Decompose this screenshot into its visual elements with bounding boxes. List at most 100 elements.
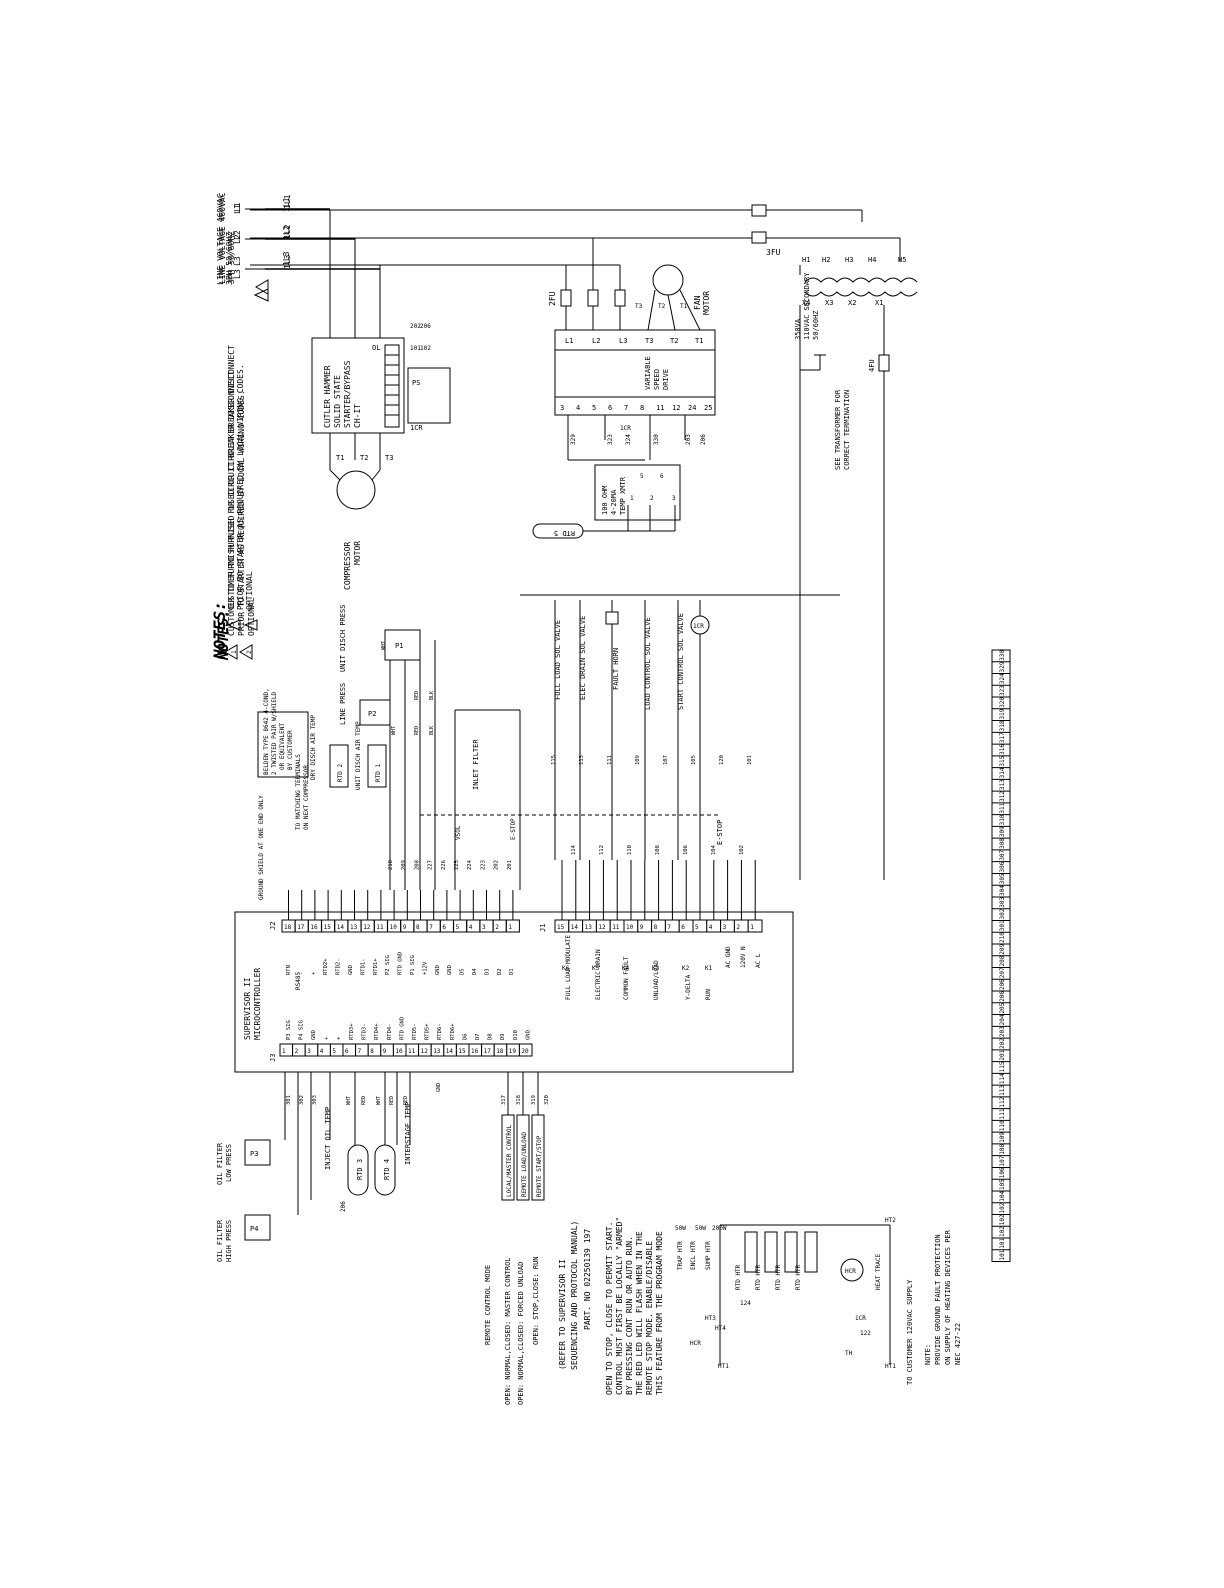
j2-pin-label: RTD2+ bbox=[323, 958, 329, 975]
1l1-label: 1L1 bbox=[282, 197, 291, 212]
t3-label: T3 bbox=[385, 454, 393, 462]
dry-disch-label: DRY DISCH AIR TEMP bbox=[310, 715, 317, 780]
j2-pin-number: 11 bbox=[376, 924, 384, 931]
terminal-label: 112 bbox=[999, 1096, 1006, 1107]
note-1-text: CUSTOMER TO FURNISH FUSED OR CIRCUIT BRE… bbox=[227, 371, 236, 636]
relay-label-unload: UNLOAD/LOAD bbox=[653, 960, 660, 1000]
vsd-term-5: 5 bbox=[592, 404, 596, 412]
rtd2-sensor bbox=[329, 744, 349, 788]
wire-wht-2: WHT bbox=[391, 726, 397, 735]
j2-pin-label: - bbox=[298, 972, 304, 975]
j3-pin-number: 13 bbox=[433, 1048, 441, 1055]
vsd-term-6: 6 bbox=[608, 404, 612, 412]
j2-wire-number: 201 bbox=[507, 860, 513, 870]
ht3: HT3 bbox=[705, 1315, 716, 1322]
j2-pin-number: 18 bbox=[284, 924, 292, 931]
j2-pin-label: P1 SIG bbox=[410, 955, 416, 975]
vsol-label: VSOL bbox=[455, 825, 462, 840]
terminal-label: 320 bbox=[999, 697, 1006, 708]
terminal-label: 308 bbox=[999, 838, 1006, 849]
j2-wire-number: 224 bbox=[467, 859, 473, 870]
remote-control: LOCAL/MASTER CONTROL REMOTE LOAD/UNLOAD … bbox=[484, 1072, 664, 1405]
oil-red-1: RED bbox=[361, 1096, 367, 1105]
inject-oil-label: INJECT OIL TEMP bbox=[324, 1107, 332, 1170]
rtd-htr-1-label: RTD HTR bbox=[735, 1264, 742, 1290]
rs485-label: RS485 bbox=[295, 972, 302, 990]
fault-horn-label: FAULT HORN bbox=[612, 648, 620, 690]
j2-pin-number: 15 bbox=[324, 924, 332, 931]
j2-pin-number: 6 bbox=[442, 924, 446, 931]
t2-label: T2 bbox=[360, 454, 368, 462]
fan-t3: T3 bbox=[635, 303, 643, 310]
p4-label: P4 bbox=[250, 1225, 258, 1233]
variable-speed-drive: L1 L2 L3 T3 T2 T1 VARIABLE SPEED DRIVE 3… bbox=[554, 329, 716, 461]
wire-329: 329 bbox=[570, 434, 577, 445]
j3-pin-number: 11 bbox=[408, 1048, 416, 1055]
ht1-a: HT1 bbox=[718, 1363, 729, 1370]
ref-2: SEQUENCING AND PROTOCOL MANUAL) bbox=[570, 1221, 579, 1370]
wire-122: 122 bbox=[860, 1330, 871, 1337]
p1-sensor bbox=[384, 629, 421, 661]
fuse-1fu-l2 bbox=[751, 231, 767, 244]
xmtr-label-3: TEMP XMTR bbox=[619, 476, 627, 515]
fuse-2fu-c bbox=[614, 289, 626, 307]
vsd-l3: L3 bbox=[619, 337, 627, 345]
vsd-term-7: 7 bbox=[624, 404, 628, 412]
line-voltage-text: LINE VOLTAGE 460VAC bbox=[216, 193, 225, 285]
p4-title-1: OIL FILTER bbox=[216, 1219, 224, 1262]
j3-wire-number: 318 bbox=[516, 1095, 522, 1105]
ref-1: (REFER TO SUPERVISOR II bbox=[558, 1259, 567, 1370]
p1-title: UNIT DISCH PRESS bbox=[339, 605, 347, 672]
load-1l2: 1L2 bbox=[283, 224, 292, 239]
p2-label: P2 bbox=[368, 710, 376, 718]
j3-pin-label: RTD3- bbox=[362, 1023, 368, 1040]
h3: H3 bbox=[845, 256, 853, 264]
j2-pin-number: 10 bbox=[390, 924, 398, 931]
vsd-term-24: 24 bbox=[688, 404, 696, 412]
supervisor-controller: SUPERVISOR II MICROCONTROLLER J2 J3 J1 R… bbox=[234, 755, 794, 1105]
xmtr-term-1: 1 bbox=[630, 495, 634, 502]
relay-k4: K4 bbox=[622, 965, 630, 972]
xmtr-label-2: 4-20MA bbox=[610, 489, 618, 515]
optional-triangle-icon bbox=[253, 288, 269, 302]
j3-pin-label: RTD5+ bbox=[425, 1023, 431, 1040]
sump-watts: 200W bbox=[712, 1225, 727, 1232]
open-3: BY PRESSING CONT RUN OR AUTO RUN. bbox=[625, 1236, 634, 1395]
relay-label-fault: COMMON FAULT bbox=[623, 956, 630, 1000]
vsd-t1: T1 bbox=[695, 337, 703, 345]
vsd-t3: T3 bbox=[645, 337, 653, 345]
wire-323: 323 bbox=[607, 434, 614, 445]
hcr-coil-icon bbox=[840, 1258, 864, 1282]
j3-pin-label: RTD5- bbox=[412, 1023, 418, 1040]
fuse-4fu bbox=[878, 354, 890, 372]
hcr-contact: HCR bbox=[690, 1340, 701, 1347]
notes-line-3: OPTIONAL bbox=[245, 571, 254, 610]
relay-k2: K2 bbox=[682, 965, 690, 972]
see-xfmr-1: SEE TRANSFORMER FOR bbox=[834, 389, 842, 470]
terminal-label: 303 bbox=[999, 896, 1006, 907]
elec-drain-sol-label: ELEC DRAIN SOL VALVE bbox=[579, 616, 587, 700]
wire-blk-2: BLK bbox=[429, 726, 435, 735]
xfmr-secondary: 110VAC SECONDARY bbox=[803, 272, 811, 340]
heater-1cr: 1CR bbox=[855, 1315, 866, 1322]
j2-wire-number: 210 bbox=[388, 860, 394, 870]
ac-gnd: AC GND bbox=[725, 946, 732, 968]
xmtr-term-5: 5 bbox=[640, 473, 644, 480]
phase-l1: L1 bbox=[233, 204, 242, 214]
load-1l3: 1L3 bbox=[283, 254, 292, 269]
wire-124: 124 bbox=[740, 1300, 751, 1307]
j3-wire-number: 319 bbox=[531, 1095, 537, 1105]
heater-circuit: HCR TRAP HTR ENCL HTR SUMP HTR RTD HTR R… bbox=[675, 1217, 962, 1385]
ref-3: PART. NO 02250139 197 bbox=[583, 1229, 592, 1330]
starter-line-4: CH-IT bbox=[353, 404, 362, 428]
j2-pin-label: D3 bbox=[484, 968, 490, 975]
line-voltage-phase-text: 3PH 50/60HZ bbox=[225, 232, 234, 285]
terminal-label: 209 bbox=[999, 944, 1006, 955]
notes-block: NOTES: 1 CUSTOMER TO FURNISH FUSED OR CI… bbox=[210, 371, 256, 660]
j3-pin-number: 16 bbox=[471, 1048, 479, 1055]
j3-pin-label: D6 bbox=[462, 1033, 468, 1040]
vsd-l2: L2 bbox=[592, 337, 600, 345]
terminal-label: 314 bbox=[999, 767, 1006, 778]
j2-pin-number: 17 bbox=[297, 924, 305, 931]
j2-pin-label: D1 bbox=[509, 968, 515, 975]
